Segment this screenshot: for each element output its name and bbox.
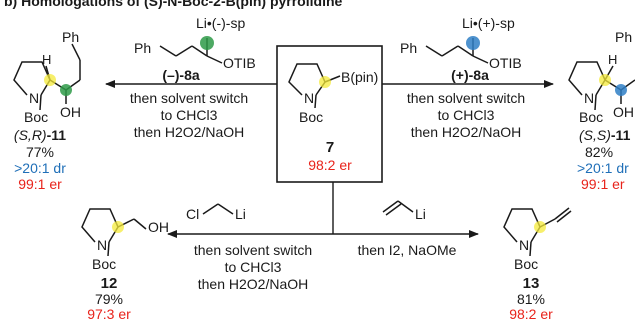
phenyl-label-11a: Ph: [62, 29, 80, 45]
boc-label-11b: Boc: [579, 109, 604, 125]
compound-7-structure: [288, 63, 341, 109]
conditions-left-line-3: then H2O2/NaOH: [133, 124, 245, 140]
hydrogen-label-11b: H: [608, 52, 618, 67]
reagent-minus-8a-label: (–)-8a: [162, 67, 200, 83]
boc-label-11a: Boc: [24, 109, 49, 125]
nitrogen-label-7: N: [304, 90, 315, 106]
product-11b-stereo: (S,S): [579, 127, 611, 143]
product-11a-title: (S,R)-11: [14, 128, 66, 142]
product-11a-yield: 77%: [25, 144, 55, 160]
hydroxyl-label-11b: OH: [613, 104, 634, 120]
product-11a-dr: >20:1 dr: [14, 160, 66, 176]
phenyl-label-11b: Ph: [615, 29, 633, 45]
hydroxyl-label-12: OH: [148, 219, 169, 235]
carbinol-highlight-11a: [60, 84, 72, 96]
conditions-right-line-2: to CHCl3: [437, 107, 495, 123]
compound-7-number: 7: [325, 139, 335, 156]
boc-label-12: Boc: [92, 256, 117, 272]
carbinol-highlight-11b: [615, 84, 627, 96]
conditions-right-line-3: then H2O2/NaOH: [410, 124, 522, 140]
otib-label-plus: OTIB: [489, 55, 522, 71]
stereocenter-highlight-7: [319, 76, 331, 88]
central-box: [276, 45, 383, 183]
nitrogen-label-11b: N: [584, 90, 595, 106]
conditions-bottom-left-line-2: to CHCl3: [224, 259, 282, 275]
conditions-bottom-left-line-3: then H2O2/NaOH: [197, 276, 309, 292]
nitrogen-label-12: N: [97, 237, 108, 253]
product-11b-number: -11: [610, 127, 631, 143]
stereocenter-highlight-13: [534, 221, 546, 233]
product-11b-yield: 82%: [585, 144, 614, 160]
lithium-sp-label-minus: Li•(-)-sp: [196, 15, 246, 31]
conditions-bottom-right-line-1: then I2, NaOMe: [357, 242, 457, 258]
conditions-bottom-left-line-1: then solvent switch: [193, 242, 313, 258]
compound-7-er: 98:2 er: [308, 157, 352, 173]
boc-label-13: Boc: [514, 256, 539, 272]
lithium-label-bottom-left: Li: [235, 206, 246, 222]
product-12-number: 12: [100, 275, 118, 292]
conditions-right-line-1: then solvent switch: [406, 90, 526, 106]
product-13-yield: 81%: [516, 291, 546, 307]
product-12-yield: 79%: [94, 291, 124, 307]
otib-label-minus: OTIB: [223, 55, 256, 71]
product-13-number: 13: [522, 275, 540, 292]
product-12-er: 97:3 er: [87, 306, 131, 322]
boc-label-7: Boc: [299, 109, 324, 125]
product-13-er: 98:2 er: [509, 306, 553, 322]
scheme-title: b) Homologations of (S)-N-Boc-2-B(pin) p…: [4, 0, 343, 9]
nitrogen-label-13: N: [519, 237, 530, 253]
product-11a-number: -11: [46, 127, 67, 143]
stereocenter-highlight-12: [112, 221, 124, 233]
phenyl-label-plus: Ph: [400, 40, 418, 56]
hydrogen-label-11a: H: [42, 52, 52, 67]
stereocenter-highlight-11b-c2: [599, 74, 611, 86]
bpin-label: B(pin): [341, 69, 379, 85]
nitrogen-label-11a: N: [29, 90, 40, 106]
phenyl-label-minus: Ph: [134, 40, 152, 56]
product-12-structure: [81, 208, 147, 257]
reagent-plus-8a-label: (+)-8a: [451, 67, 489, 83]
reagent-chloromethyl-structure: [202, 203, 234, 215]
hydroxyl-label-11a: OH: [60, 104, 81, 120]
product-11a-stereo: (S,R): [13, 127, 47, 143]
chloro-label: Cl: [186, 206, 200, 222]
boronate-highlight-minus: [200, 36, 214, 50]
lithium-sp-label-plus: Li•(+)-sp: [462, 15, 515, 31]
reagent-vinyl-structure: [382, 200, 414, 216]
stereocenter-highlight-11a-c2: [44, 74, 56, 86]
product-11b-er: 99:1 er: [581, 176, 625, 192]
product-11b-dr: >20:1 dr: [577, 160, 629, 176]
lithium-label-bottom-right: Li: [415, 206, 426, 222]
conditions-left-line-1: then solvent switch: [129, 90, 249, 106]
boronate-highlight-plus: [466, 36, 480, 50]
conditions-left-line-2: to CHCl3: [160, 107, 218, 123]
product-11b-title: (S,S)-11: [579, 128, 630, 142]
product-11a-er: 99:1 er: [18, 176, 62, 192]
